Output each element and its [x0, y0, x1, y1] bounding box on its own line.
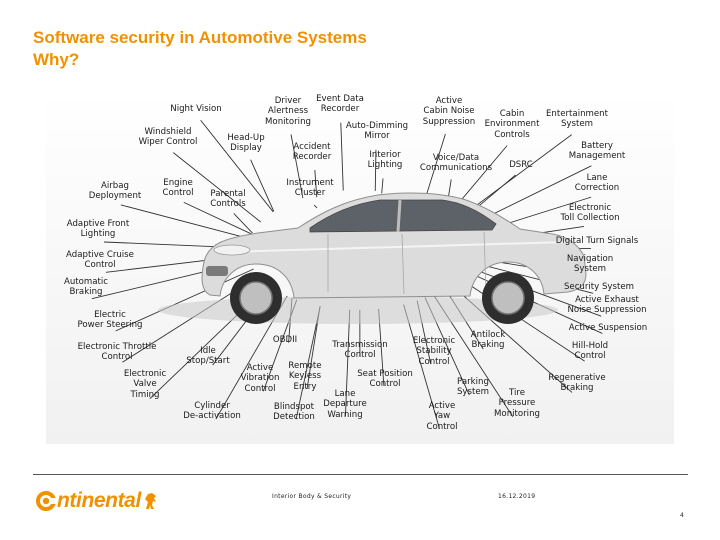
feature-label-adaptive-front-lighting: Adaptive Front Lighting: [67, 219, 130, 240]
feature-label-dsrc: DSRC: [509, 160, 533, 170]
horse-icon: [143, 492, 159, 510]
feature-label-seat-position: Seat Position Control: [357, 369, 413, 390]
feature-label-battery-management: Battery Management: [569, 141, 626, 162]
feature-label-navigation-system: Navigation System: [567, 254, 613, 275]
feature-label-hill-hold-control: Hill-Hold Control: [572, 341, 608, 362]
slide-title-line-1: Software security in Automotive Systems: [33, 27, 493, 49]
logo-c-mark: [35, 490, 57, 512]
feature-label-parking-system: Parking System: [457, 377, 489, 398]
feature-label-blindspot-detection: Blindspot Detection: [273, 402, 315, 423]
callout-line-event-data-recorder: [341, 123, 343, 191]
front-grille: [206, 266, 228, 276]
slide-title: Software security in Automotive Systems …: [33, 27, 493, 71]
feature-label-security-system: Security System: [564, 282, 634, 292]
feature-label-auto-dimming-mirror: Auto-Dimming Mirror: [346, 121, 408, 142]
logo-wordmark: ntinental: [57, 489, 141, 513]
feature-label-active-cabin-noise: Active Cabin Noise Suppression: [423, 96, 476, 127]
footer-department: Interior Body & Security: [272, 493, 351, 500]
feature-label-voice-data-comms: Voice/Data Communications: [420, 153, 492, 174]
feature-label-antilock-braking: Antilock Braking: [471, 330, 505, 351]
callout-line-instrument-cluster: [314, 205, 317, 208]
feature-label-remote-keyless: Remote Keyless Entry: [288, 361, 321, 392]
headlight: [214, 245, 250, 255]
feature-label-automatic-braking: Automatic Braking: [64, 277, 108, 298]
feature-label-active-exhaust: Active Exhaust Noise Suppression: [567, 295, 646, 316]
feature-label-idle-stop-start: Idle Stop/Start: [186, 346, 229, 367]
slide-title-line-2: Why?: [33, 49, 493, 71]
feature-label-transmission-control: Transmission Control: [332, 340, 388, 361]
feature-label-electric-power-steering: Electric Power Steering: [78, 310, 143, 331]
feature-label-active-suspension: Active Suspension: [569, 323, 647, 333]
feature-label-electronic-throttle: Electronic Throttle Control: [78, 342, 157, 363]
feature-label-lane-departure: Lane Departure Warning: [323, 389, 367, 420]
feature-label-tire-pressure: Tire Pressure Monitoring: [494, 388, 540, 419]
feature-label-regenerative-braking: Regenerative Braking: [548, 373, 605, 394]
feature-label-engine-control: Engine Control: [162, 178, 193, 199]
feature-label-digital-turn-signals: Digital Turn Signals: [556, 236, 638, 246]
feature-label-instrument-cluster: Instrument Cluster: [286, 178, 333, 199]
feature-label-windshield-wiper: Windshield Wiper Control: [139, 127, 198, 148]
feature-label-accident-recorder: Accident Recorder: [293, 142, 332, 163]
car-body-group: [158, 193, 586, 324]
feature-label-night-vision: Night Vision: [170, 104, 221, 114]
feature-label-driver-alertness: Driver Alertness Monitoring: [265, 96, 311, 127]
feature-label-adaptive-cruise: Adaptive Cruise Control: [66, 250, 134, 271]
feature-label-interior-lighting: Interior Lighting: [368, 150, 403, 171]
callout-line-airbag-deployment: [121, 205, 250, 239]
page-number: 4: [680, 512, 684, 519]
feature-label-electronic-valve-timing: Electronic Valve Timing: [124, 369, 166, 400]
feature-label-parental-controls: Parental Controls: [210, 189, 246, 210]
feature-label-airbag-deployment: Airbag Deployment: [89, 181, 142, 202]
feature-label-entertainment-system: Entertainment System: [546, 109, 608, 130]
window-pillar: [398, 200, 400, 232]
feature-label-electronic-stability: Electronic Stability Control: [413, 336, 455, 367]
footer-date: 16.12.2019: [498, 493, 535, 500]
front-rim: [240, 282, 272, 314]
rear-rim: [492, 282, 524, 314]
callout-line-interior-lighting: [382, 178, 383, 193]
continental-logo: ntinental: [33, 488, 159, 514]
feature-label-head-up-display: Head-Up Display: [227, 133, 264, 154]
feature-label-cabin-environment: Cabin Environment Controls: [485, 109, 540, 140]
feature-label-cylinder-deactivation: Cylinder De-activation: [183, 401, 241, 422]
feature-label-obdii: OBDII: [273, 335, 297, 345]
feature-label-electronic-toll: Electronic Toll Collection: [560, 203, 619, 224]
feature-label-active-vibration: Active Vibration Control: [241, 363, 280, 394]
feature-label-active-yaw-control: Active Yaw Control: [426, 401, 457, 432]
feature-label-lane-correction: Lane Correction: [575, 173, 619, 194]
feature-label-event-data-recorder: Event Data Recorder: [316, 94, 364, 115]
callout-line-head-up-display: [251, 160, 274, 212]
footer-divider: [33, 474, 688, 475]
